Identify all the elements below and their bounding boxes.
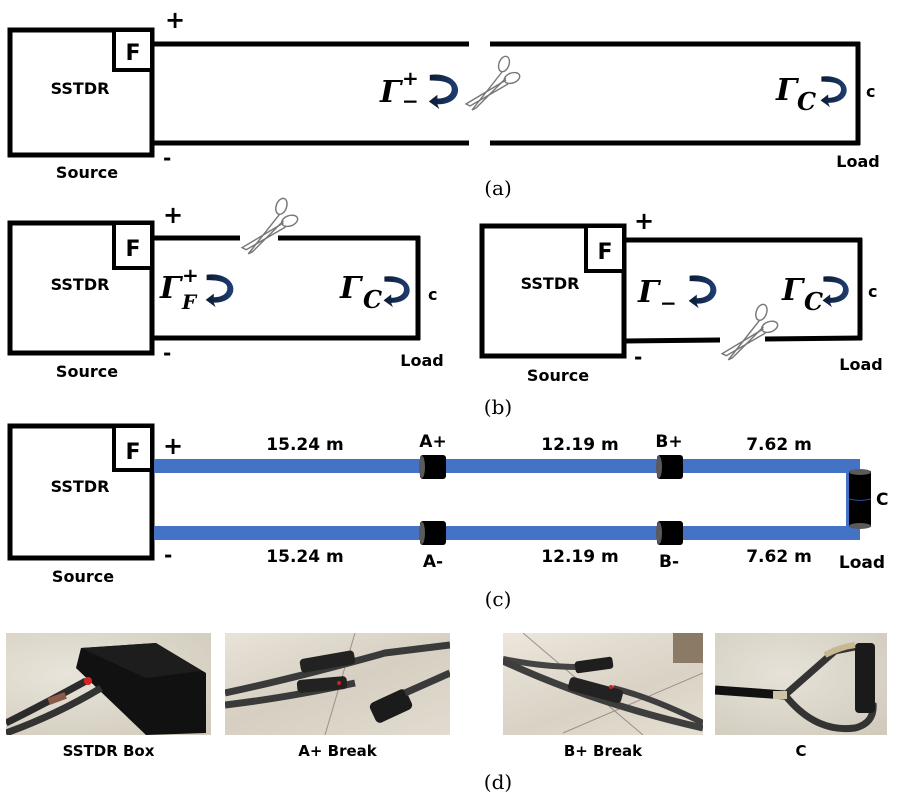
reflection-arrow-icon	[688, 275, 717, 309]
minus-terminal-label: -	[163, 341, 171, 365]
photo-label-sstdr-box: SSTDR Box	[62, 742, 155, 760]
gamma-fault-sub: F	[181, 290, 198, 314]
sstdr-label: SSTDR	[51, 477, 110, 496]
connector-label-a-minus: A-	[423, 552, 443, 572]
load-node-label: c	[868, 282, 877, 301]
photo-a-plus-break	[225, 633, 450, 735]
scissors-icon	[721, 302, 780, 361]
fault-box	[112, 424, 154, 472]
scissors-icon	[241, 196, 300, 255]
fault-box-label: F	[125, 41, 140, 66]
connector-b-plus	[656, 455, 683, 479]
minus-terminal-label: -	[164, 543, 172, 567]
segment-length-bottom-1: 15.24 m	[266, 547, 343, 567]
connector-c-load	[848, 469, 872, 529]
fault-box	[584, 224, 626, 273]
sstdr-label: SSTDR	[51, 275, 110, 294]
source-label: Source	[56, 362, 118, 381]
photo-sstdr-box	[6, 633, 211, 735]
minus-terminal-label: -	[163, 146, 171, 170]
caption-d: (d)	[484, 770, 512, 794]
connector-a-plus	[419, 455, 446, 479]
bottom-conductor-right	[764, 335, 863, 342]
reflection-arrow-icon	[820, 76, 847, 108]
gamma-load-sub: C	[804, 287, 823, 316]
gamma-load-symbol: Γ	[781, 273, 806, 308]
panel-b-left: F SSTDR Source + - c Load Γ + F Γ C	[7, 196, 444, 381]
connector-label-a-plus: A+	[419, 432, 446, 452]
photo-c-load	[715, 633, 887, 735]
segment-length-bottom-2: 12.19 m	[541, 547, 618, 567]
source-label: Source	[56, 163, 118, 182]
segment-length-top-1: 15.24 m	[266, 435, 343, 455]
gamma-load-symbol: Γ	[339, 271, 364, 306]
photo-label-b-plus-break: B+ Break	[563, 742, 643, 760]
load-label: Load	[400, 351, 443, 370]
source-label: Source	[52, 567, 114, 586]
sstdr-source-box	[7, 27, 155, 158]
fault-box-label: F	[125, 237, 140, 262]
top-cable	[154, 459, 854, 473]
caption-a: (a)	[484, 176, 512, 200]
connector-b-minus	[656, 521, 683, 545]
source-label: Source	[527, 366, 589, 385]
caption-c: (c)	[485, 587, 512, 611]
fault-box-label: F	[125, 440, 140, 465]
sstdr-source-box	[7, 220, 155, 356]
minus-terminal-label: -	[634, 345, 642, 369]
plus-terminal-label: +	[165, 6, 185, 34]
caption-b: (b)	[484, 395, 512, 419]
connector-label-b-plus: B+	[655, 432, 682, 452]
plus-terminal-label: +	[163, 201, 183, 229]
gamma-load-sub: C	[797, 87, 816, 116]
photo-label-c: C	[795, 742, 807, 760]
gamma-fault-sub: −	[402, 89, 419, 113]
plus-terminal-label: +	[163, 432, 183, 460]
sstdr-source-box	[7, 423, 155, 561]
scissors-icon	[465, 54, 522, 111]
load-node-label: c	[866, 82, 875, 101]
connector-label-b-minus: B-	[659, 552, 679, 572]
segment-length-top-2: 12.19 m	[541, 435, 618, 455]
gamma-fault-sup: +	[182, 263, 199, 287]
reflection-arrow-icon	[822, 276, 849, 308]
panel-a: F SSTDR Source + - c Load Γ + − Γ C (a)	[7, 6, 880, 200]
gamma-fault-sup: +	[402, 66, 419, 90]
reflection-arrow-icon	[383, 276, 410, 308]
sstdr-label: SSTDR	[51, 79, 110, 98]
load-node-label: c	[428, 285, 437, 304]
bottom-conductor-left	[623, 337, 721, 344]
connector-a-minus	[419, 521, 446, 545]
plus-terminal-label: +	[634, 207, 654, 235]
gamma-fault-symbol: Γ	[159, 271, 184, 306]
bottom-cable	[154, 526, 854, 540]
load-label: Load	[839, 355, 882, 374]
gamma-fault-sub: −	[660, 291, 677, 315]
load-node-label: C	[876, 490, 888, 510]
sstdr-label: SSTDR	[521, 274, 580, 293]
panel-b-right: F SSTDR Source + - c Load Γ − Γ C	[479, 207, 883, 385]
fault-box	[112, 221, 154, 270]
segment-length-top-3: 7.62 m	[746, 435, 812, 455]
panel-c: F SSTDR Source + -	[7, 423, 888, 611]
photo-b-plus-break	[503, 633, 703, 735]
gamma-load-symbol: Γ	[775, 73, 800, 108]
gamma-fault-symbol: Γ	[379, 75, 404, 110]
fault-box-label: F	[597, 240, 612, 265]
photo-label-a-plus-break: A+ Break	[298, 742, 377, 760]
gamma-load-sub: C	[363, 285, 382, 314]
load-label: Load	[836, 152, 879, 171]
sstdr-source-box	[479, 223, 627, 359]
reflection-arrow-icon	[428, 74, 459, 110]
gamma-fault-symbol: Γ	[637, 275, 662, 310]
reflection-arrow-icon	[205, 274, 234, 308]
load-label: Load	[839, 553, 885, 573]
fault-box	[112, 28, 154, 72]
segment-length-bottom-3: 7.62 m	[746, 547, 812, 567]
